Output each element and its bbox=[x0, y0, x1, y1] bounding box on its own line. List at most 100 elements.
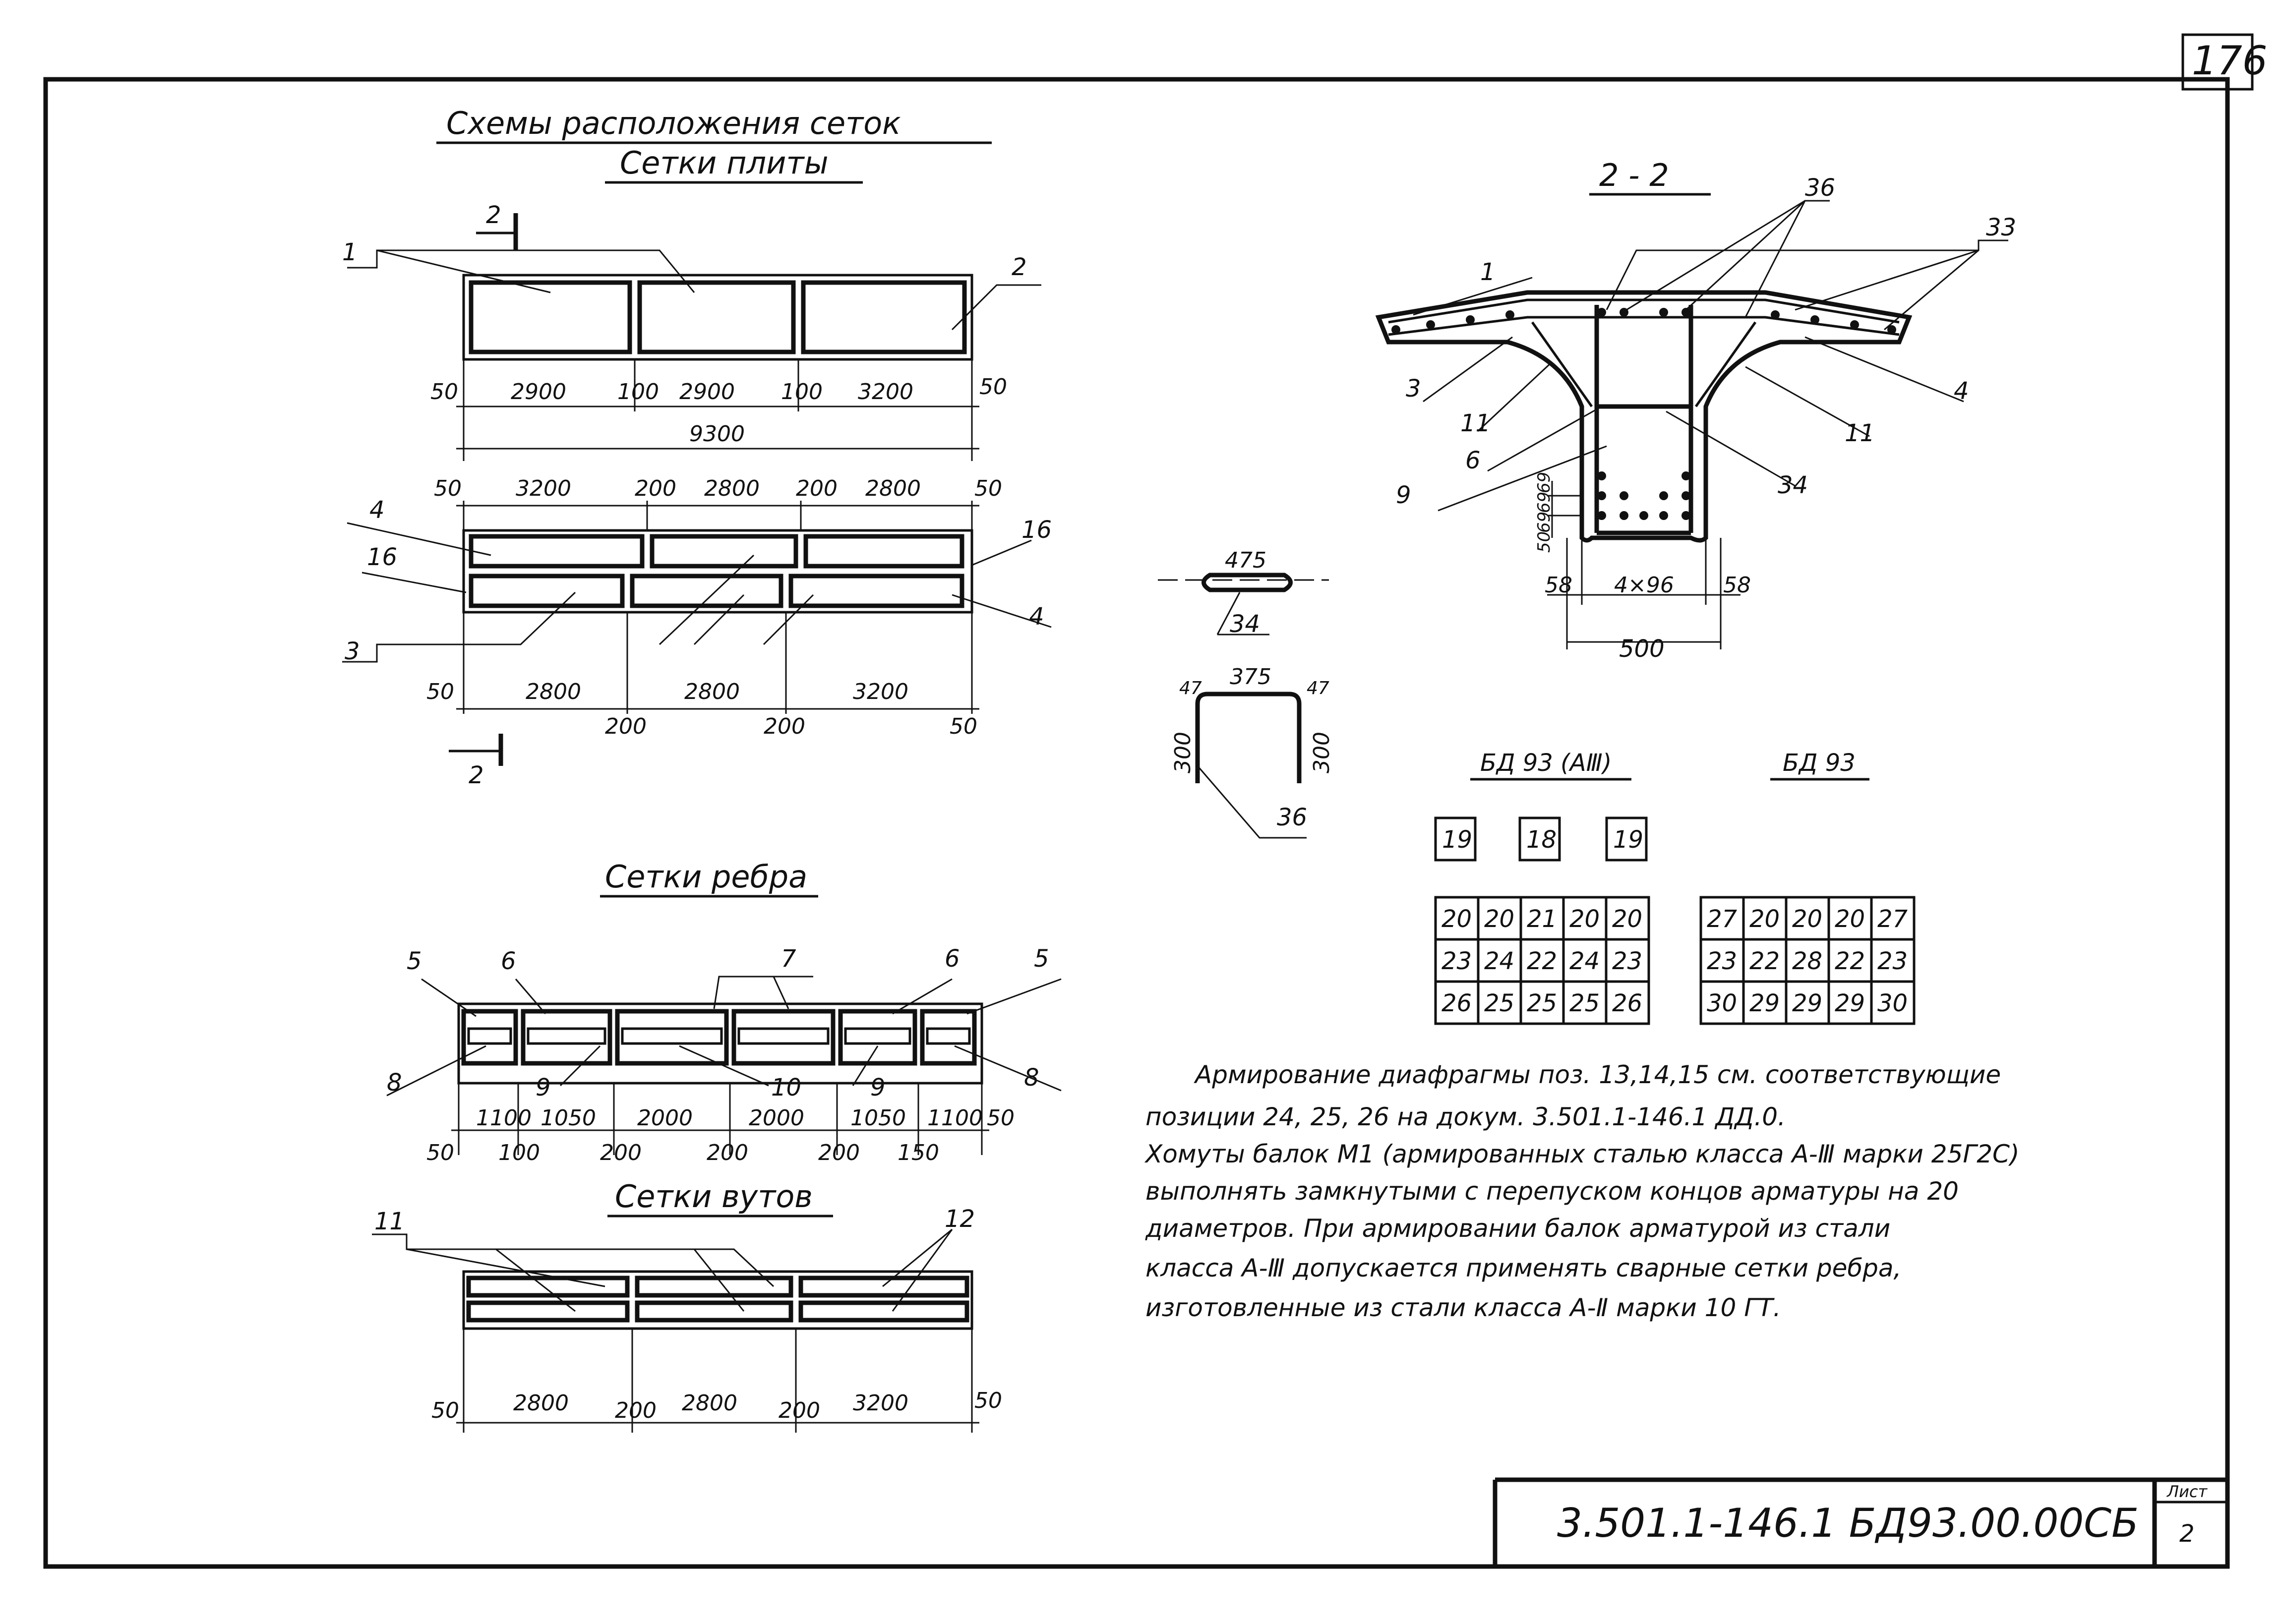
table-a-cell: 20 bbox=[1569, 905, 1600, 933]
table-a-cell: 23 bbox=[1441, 947, 1472, 975]
slab-lower-top-dim-1: 50 bbox=[434, 476, 462, 501]
slab-lower-label-4a: 4 bbox=[369, 496, 385, 524]
slab-label-2: 2 bbox=[1012, 253, 1027, 281]
rib-dim-13: 50 bbox=[987, 1105, 1015, 1131]
table-b-cell: 30 bbox=[1707, 989, 1737, 1017]
section-side-dim-1: 69 bbox=[1534, 472, 1554, 493]
rib-label-6a: 6 bbox=[501, 947, 516, 975]
rib-label-8b: 8 bbox=[1024, 1064, 1039, 1092]
section-side-dim-3: 69 bbox=[1534, 512, 1554, 533]
rib-label-5a: 5 bbox=[407, 947, 422, 975]
section-label-34: 34 bbox=[1778, 471, 1808, 499]
note-line-3: Хомуты балок М1 (армированных сталью кла… bbox=[1144, 1140, 2019, 1168]
slab-lower-bot-dim-1: 50 bbox=[426, 679, 454, 704]
slab-lower-label-4b: 4 bbox=[1029, 603, 1044, 631]
table-a-cell: 26 bbox=[1441, 989, 1472, 1017]
table-b-cell: 22 bbox=[1835, 947, 1865, 975]
slab-lower-label-16b: 16 bbox=[1021, 516, 1052, 544]
table-b-cell: 20 bbox=[1835, 905, 1865, 933]
detail-36-label: 36 bbox=[1277, 804, 1307, 831]
main-title: Схемы расположения сеток bbox=[446, 105, 901, 141]
slab-upper-dim-3: 100 bbox=[617, 379, 659, 405]
note-line-7: изготовленные из стали класса А-Ⅱ марки … bbox=[1145, 1293, 1781, 1322]
sheet-number-box bbox=[2181, 33, 2254, 91]
table-a-title: БД 93 (АⅢ) bbox=[1480, 749, 1612, 777]
detail-36-height-left: 300 bbox=[1170, 732, 1196, 773]
section-side-dim-4: 50 bbox=[1534, 531, 1554, 553]
rib-label-5b: 5 bbox=[1034, 945, 1049, 973]
slab-lower-scheme bbox=[342, 501, 1052, 766]
rib-dim-5: 200 bbox=[600, 1140, 642, 1165]
haunch-dim-4: 2800 bbox=[682, 1391, 737, 1416]
table-a-cell: 24 bbox=[1569, 947, 1600, 975]
table-a-cell: 20 bbox=[1441, 905, 1472, 933]
section-label-1: 1 bbox=[1480, 258, 1496, 286]
haunch-dim-5: 200 bbox=[779, 1398, 820, 1423]
note-line-5: диаметров. При армировании балок арматур… bbox=[1145, 1214, 1890, 1243]
slab-lower-bot-dim-4: 2800 bbox=[684, 679, 740, 704]
table-b-cell: 28 bbox=[1792, 947, 1822, 975]
rib-label-9a: 9 bbox=[536, 1074, 551, 1102]
section-label-4: 4 bbox=[1954, 377, 1969, 405]
slab-upper-total: 9300 bbox=[689, 421, 745, 447]
detail-36-height-right: 300 bbox=[1309, 732, 1334, 773]
slab-lower-top-dim-2: 3200 bbox=[516, 476, 571, 501]
haunch-title: Сетки вутов bbox=[615, 1178, 813, 1215]
slab-upper-dim-1: 50 bbox=[430, 379, 458, 405]
rib-dim-2: 1100 bbox=[476, 1105, 532, 1131]
slab-lower-label-3: 3 bbox=[345, 638, 360, 665]
detail-36-hook-left: 47 bbox=[1179, 678, 1202, 698]
rib-dim-1: 50 bbox=[426, 1140, 454, 1165]
section-bot-dim-1: 58 bbox=[1545, 573, 1572, 598]
table-a-cell: 25 bbox=[1527, 989, 1557, 1017]
haunch-dim-7: 50 bbox=[974, 1388, 1002, 1413]
table-b-cell: 22 bbox=[1749, 947, 1780, 975]
section-width-dim: 500 bbox=[1619, 635, 1665, 663]
rib-dim-3: 100 bbox=[498, 1140, 540, 1165]
table-b-cell: 30 bbox=[1877, 989, 1908, 1017]
haunch-dim-1: 50 bbox=[431, 1398, 459, 1423]
rib-label-8a: 8 bbox=[387, 1069, 402, 1097]
rib-label-10: 10 bbox=[771, 1074, 801, 1102]
rib-label-9b: 9 bbox=[870, 1074, 886, 1102]
slab-section-mark-bottom: 2 bbox=[469, 761, 484, 789]
rib-dim-6: 2000 bbox=[637, 1105, 693, 1131]
slab-upper-dim-5: 100 bbox=[781, 379, 823, 405]
table-b-cell: 23 bbox=[1877, 947, 1908, 975]
slab-upper-scheme bbox=[347, 213, 1041, 461]
section-bot-dim-2: 4×96 bbox=[1614, 573, 1674, 598]
note-line-6: класса А-Ⅲ допускается применять сварные… bbox=[1145, 1254, 1901, 1282]
slab-label-1: 1 bbox=[342, 238, 358, 266]
table-a-cell: 23 bbox=[1612, 947, 1642, 975]
table-a-box-1: 19 bbox=[1442, 826, 1472, 854]
slab-lower-bot-dim-7: 50 bbox=[950, 714, 977, 739]
document-code: 3.501.1-146.1 БД93.00.00СБ bbox=[1557, 1500, 2139, 1546]
detail-34 bbox=[1158, 573, 1329, 636]
slab-lower-top-dim-6: 2800 bbox=[865, 476, 921, 501]
note-line-4: выполнять замкнутыми с перепуском концов… bbox=[1145, 1177, 1959, 1206]
slab-lower-top-dim-4: 2800 bbox=[704, 476, 760, 501]
table-b-title: БД 93 bbox=[1783, 749, 1856, 777]
slab-lower-label-16a: 16 bbox=[367, 543, 397, 571]
slab-upper-dim-6: 3200 bbox=[858, 379, 913, 405]
table-a-cell: 22 bbox=[1527, 947, 1557, 975]
haunch-label-11: 11 bbox=[374, 1208, 405, 1235]
section-label-3: 3 bbox=[1406, 375, 1421, 403]
section-label-11a: 11 bbox=[1460, 409, 1491, 437]
table-b-cell: 29 bbox=[1792, 989, 1822, 1017]
table-b-cell: 20 bbox=[1749, 905, 1780, 933]
slab-upper-dim-4: 2900 bbox=[679, 379, 735, 405]
table-a-box-2: 18 bbox=[1526, 826, 1557, 854]
slab-lower-bot-dim-6: 3200 bbox=[853, 679, 908, 704]
slab-upper-dim-2: 2900 bbox=[511, 379, 566, 405]
table-b-cell: 20 bbox=[1792, 905, 1822, 933]
rib-label-6b: 6 bbox=[945, 945, 960, 973]
section-label-33: 33 bbox=[1986, 214, 2016, 241]
table-a-cell: 26 bbox=[1612, 989, 1642, 1017]
section-label-36: 36 bbox=[1805, 174, 1835, 202]
haunch-dim-3: 200 bbox=[615, 1398, 657, 1423]
rib-dim-7: 200 bbox=[707, 1140, 748, 1165]
rib-dim-4: 1050 bbox=[540, 1105, 596, 1131]
section-label-9: 9 bbox=[1396, 481, 1411, 509]
